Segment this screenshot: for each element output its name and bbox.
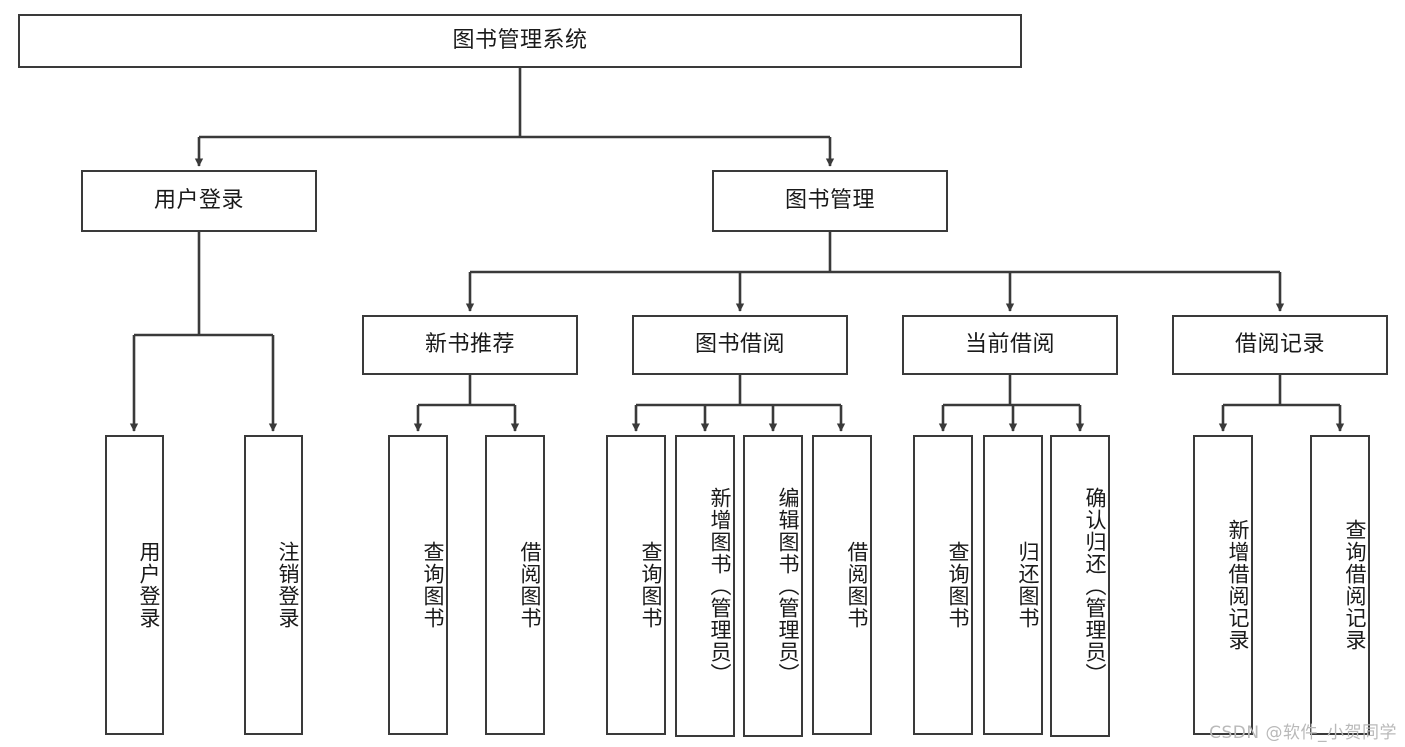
node-leaf-query-record-label: 查询借阅记录	[1343, 519, 1367, 651]
node-leaf-query-record[interactable]: 查询借阅记录	[1310, 435, 1370, 735]
node-leaf-user-login-label: 用户登录	[137, 541, 161, 629]
node-leaf-logout-login-label: 注销登录	[276, 541, 300, 629]
node-current-borrow[interactable]: 当前借阅	[902, 315, 1118, 375]
node-leaf-borrow-book-1[interactable]: 借阅图书	[485, 435, 545, 735]
node-leaf-edit-book[interactable]: 编辑图书（管理员）	[743, 435, 803, 737]
node-root[interactable]: 图书管理系统	[18, 14, 1022, 68]
node-root-label: 图书管理系统	[452, 27, 588, 53]
node-leaf-add-book-label: 新增图书（管理员）	[708, 487, 732, 685]
node-leaf-query-book-2[interactable]: 查询图书	[606, 435, 666, 735]
node-leaf-query-book-1[interactable]: 查询图书	[388, 435, 448, 735]
node-new-book-recommend[interactable]: 新书推荐	[362, 315, 578, 375]
node-current-borrow-label: 当前借阅	[964, 331, 1055, 357]
node-leaf-query-book-1-label: 查询图书	[421, 541, 445, 629]
node-leaf-add-record-label: 新增借阅记录	[1226, 519, 1250, 651]
node-leaf-query-book-3[interactable]: 查询图书	[913, 435, 973, 735]
node-leaf-edit-book-label: 编辑图书（管理员）	[776, 487, 800, 685]
csdn-watermark: CSDN @软件_小贺同学	[1209, 723, 1397, 743]
node-book-manage[interactable]: 图书管理	[712, 170, 948, 232]
node-leaf-query-book-3-label: 查询图书	[946, 541, 970, 629]
node-user-login-label: 用户登录	[153, 187, 244, 213]
node-leaf-return-book-label: 归还图书	[1016, 541, 1040, 629]
node-new-book-recommend-label: 新书推荐	[424, 331, 515, 357]
node-leaf-add-record[interactable]: 新增借阅记录	[1193, 435, 1253, 735]
node-leaf-add-book[interactable]: 新增图书（管理员）	[675, 435, 735, 737]
node-leaf-confirm-return-label: 确认归还（管理员）	[1083, 487, 1107, 685]
node-book-borrow-label: 图书借阅	[694, 331, 785, 357]
node-book-manage-label: 图书管理	[784, 187, 875, 213]
node-borrow-record[interactable]: 借阅记录	[1172, 315, 1388, 375]
node-leaf-return-book[interactable]: 归还图书	[983, 435, 1043, 735]
node-leaf-borrow-book-2[interactable]: 借阅图书	[812, 435, 872, 735]
node-leaf-user-login[interactable]: 用户登录	[105, 435, 164, 735]
node-leaf-logout-login[interactable]: 注销登录	[244, 435, 303, 735]
node-leaf-confirm-return[interactable]: 确认归还（管理员）	[1050, 435, 1110, 737]
node-book-borrow[interactable]: 图书借阅	[632, 315, 848, 375]
node-leaf-query-book-2-label: 查询图书	[639, 541, 663, 629]
node-leaf-borrow-book-1-label: 借阅图书	[518, 541, 542, 629]
node-leaf-borrow-book-2-label: 借阅图书	[845, 541, 869, 629]
node-user-login[interactable]: 用户登录	[81, 170, 317, 232]
node-borrow-record-label: 借阅记录	[1234, 331, 1325, 357]
